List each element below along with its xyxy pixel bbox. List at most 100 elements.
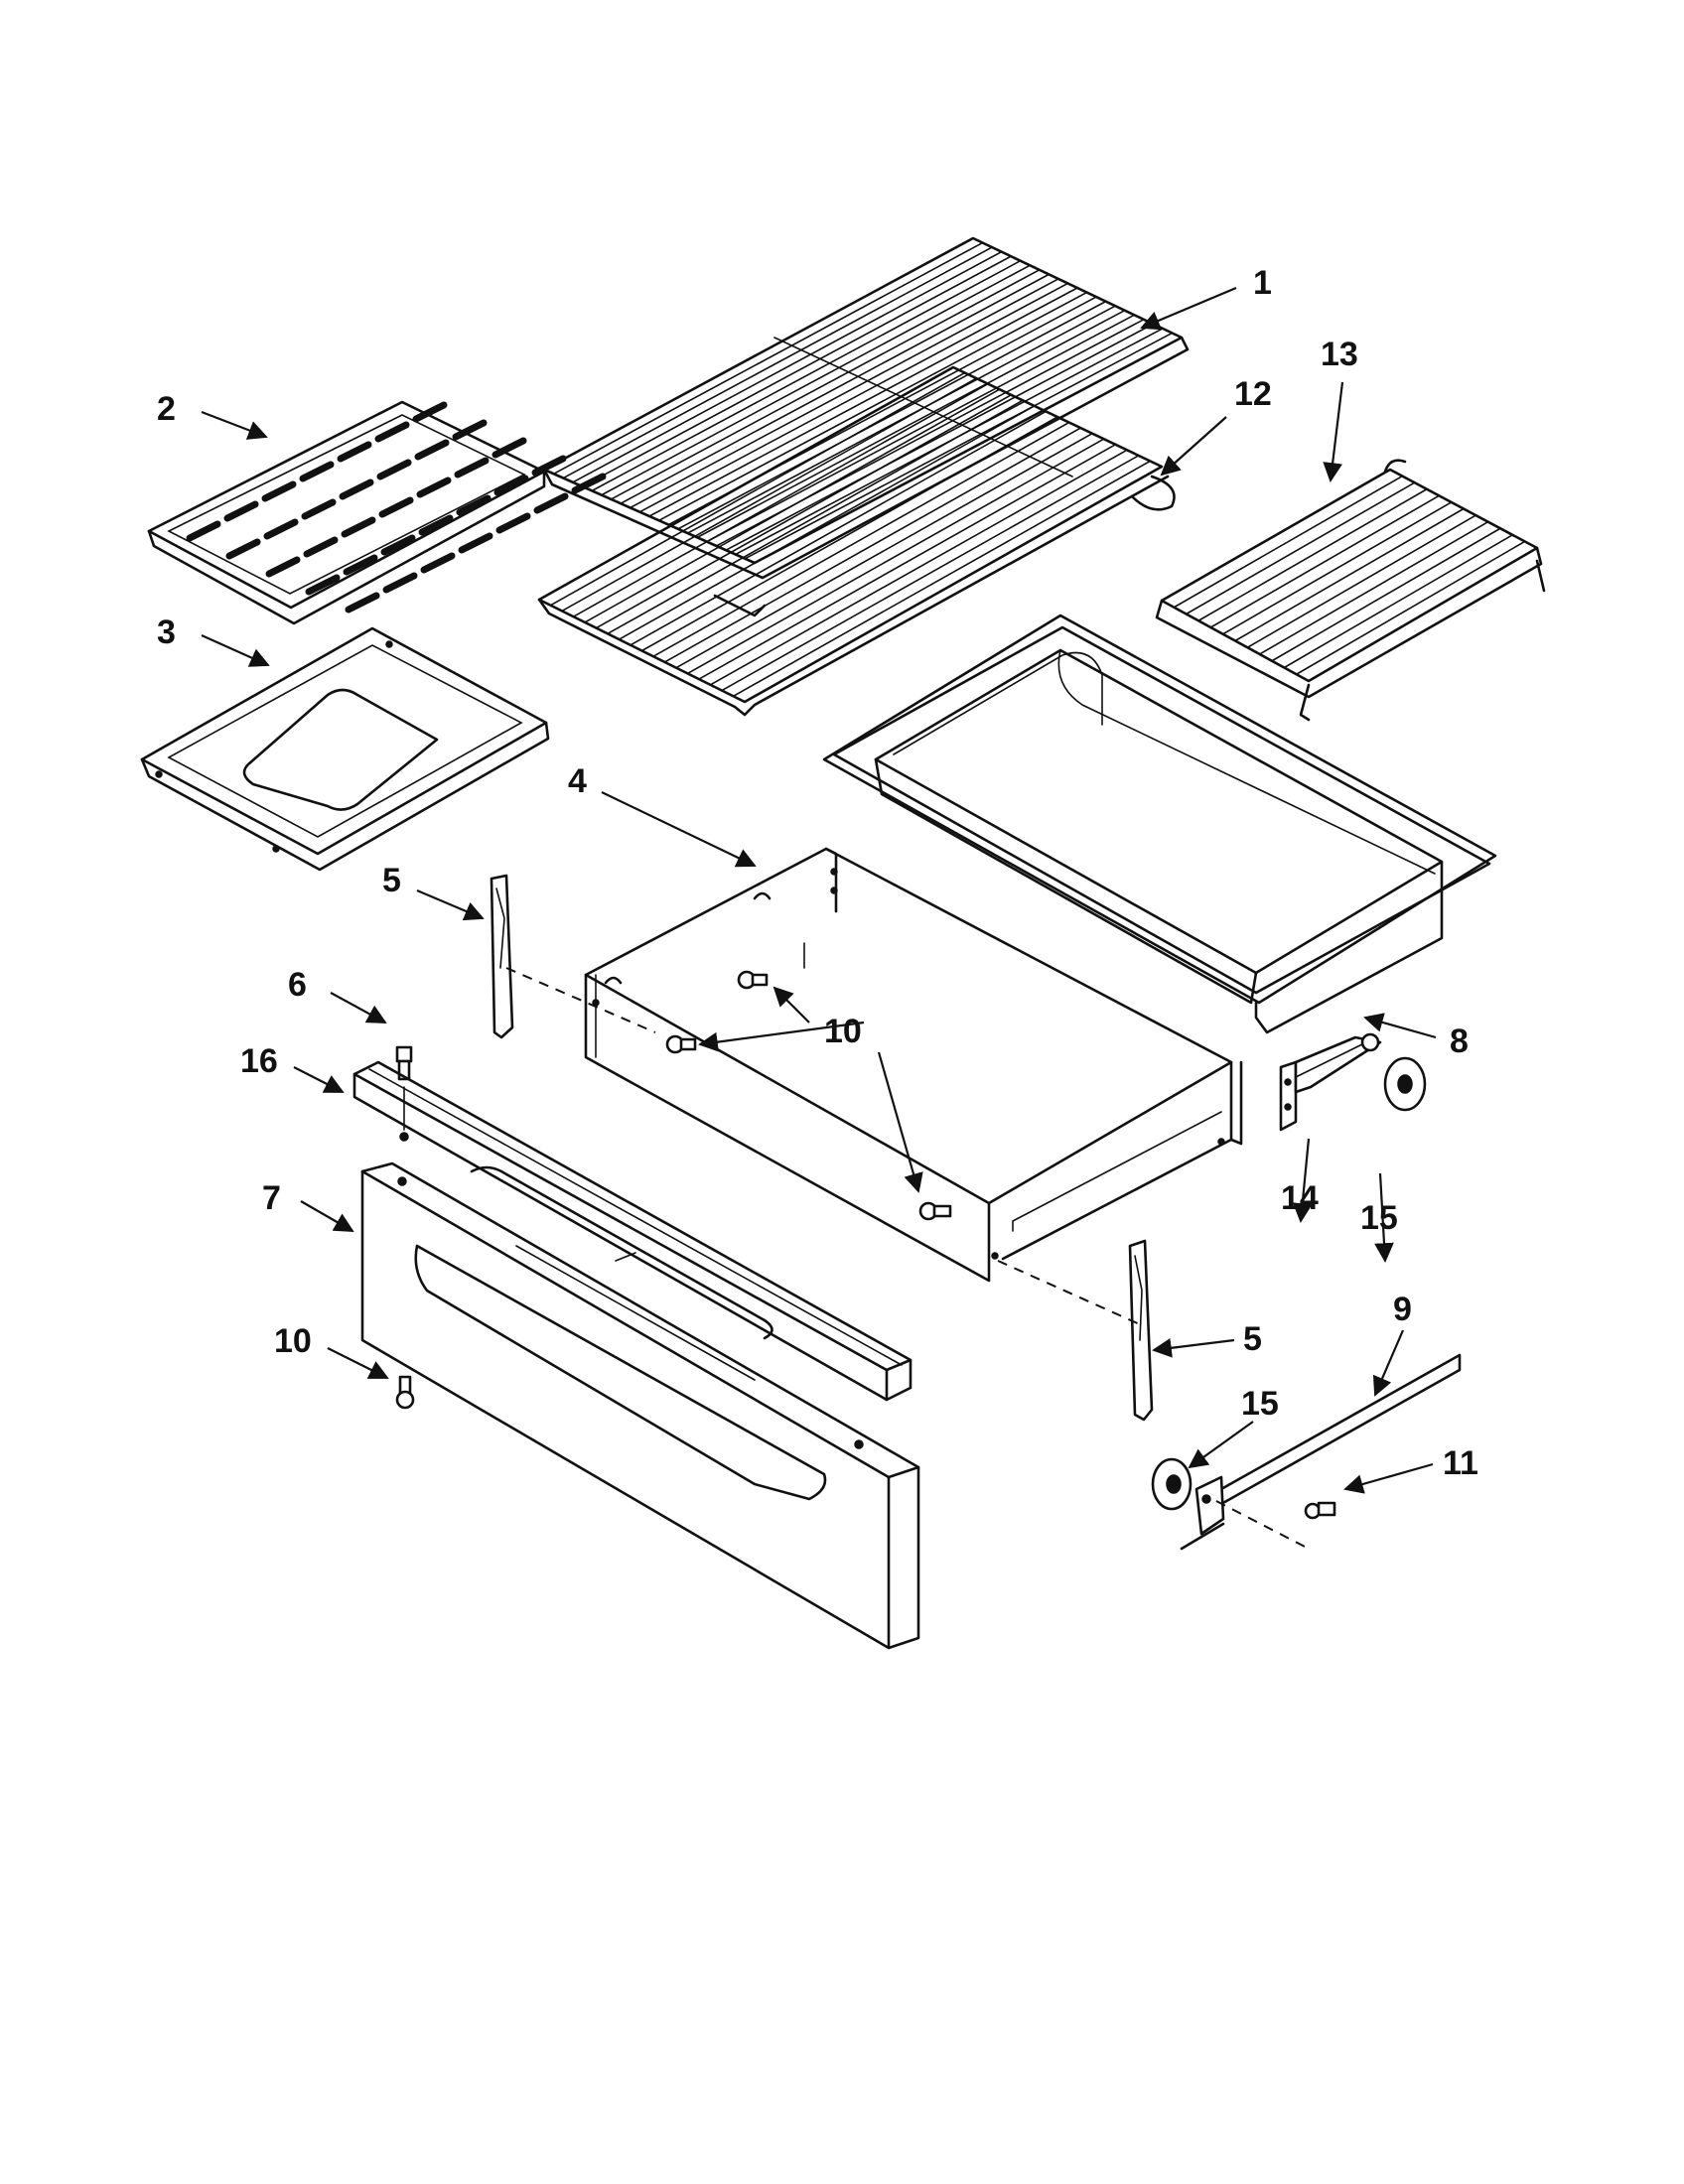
grid-slot — [531, 455, 567, 477]
rack-wire — [561, 377, 978, 613]
rack-wire — [607, 399, 1024, 635]
rack-wire — [552, 241, 984, 476]
rack-wire — [572, 382, 989, 617]
callout-16: 16 — [240, 1042, 278, 1080]
callout-12: 12 — [1234, 375, 1272, 413]
rack-wire — [677, 300, 1107, 530]
rack-wire — [1173, 475, 1404, 609]
grid-slot — [418, 514, 454, 536]
roller-part-15-lower — [1151, 1457, 1193, 1511]
rack-wire — [572, 250, 1003, 483]
grid-slot — [495, 512, 531, 534]
rack-wire — [657, 291, 1088, 522]
rack-wire — [630, 410, 1048, 646]
grid-slot — [263, 518, 299, 540]
grid-slot — [456, 494, 491, 516]
rack-wire — [732, 460, 1152, 698]
rack-wire — [1258, 520, 1489, 655]
grid-slot — [454, 457, 490, 478]
grid-slot — [458, 532, 493, 554]
rack-wire — [591, 259, 1022, 492]
small-rack-part-13 — [1155, 459, 1546, 722]
rack-wire — [1221, 501, 1453, 635]
rack-wire — [595, 393, 1013, 629]
callout-13: 13 — [1321, 336, 1358, 373]
callout-5-upper: 5 — [382, 862, 401, 899]
rack-wire — [640, 416, 1058, 652]
rack-wire — [698, 443, 1117, 680]
rack-wire — [549, 371, 966, 607]
rack-wire — [744, 332, 1174, 560]
rack-wire — [638, 282, 1069, 513]
rack-wire — [663, 427, 1082, 663]
rack-wire — [696, 309, 1126, 539]
callout-1: 1 — [1253, 264, 1272, 302]
rack-wire — [652, 421, 1070, 658]
callout-15-lower: 15 — [1241, 1385, 1279, 1423]
callout-4: 4 — [568, 762, 587, 800]
roller-part-15-upper — [1383, 1056, 1427, 1112]
grid-slot — [337, 441, 372, 463]
screw-part-10-d — [395, 1375, 415, 1410]
grid-slot — [341, 516, 376, 538]
oven-rack-part-12 — [537, 365, 1176, 717]
grid-slot — [343, 554, 378, 576]
rack-wire — [1197, 487, 1428, 622]
grid-slot — [301, 498, 337, 520]
slide-rail-part-9 — [1180, 1353, 1462, 1551]
rack-wire — [610, 269, 1041, 500]
grid-slot — [265, 556, 301, 578]
rack-wire — [629, 278, 1059, 509]
rack-wire — [1295, 540, 1526, 676]
rack-wire — [648, 287, 1078, 517]
broil-pan-part-3 — [140, 626, 550, 872]
grid-slot — [374, 421, 410, 443]
callout-7: 7 — [262, 1179, 281, 1217]
grid-slot — [345, 592, 380, 614]
callout-10-upper: 10 — [824, 1013, 862, 1050]
screw-part-10-c — [918, 1201, 952, 1221]
grid-slot — [416, 477, 452, 498]
rack-wire — [562, 246, 993, 479]
rack-wire — [1246, 514, 1477, 649]
rack-wire — [1271, 527, 1501, 662]
screw-part-10-b — [665, 1034, 697, 1054]
rack-wire — [1209, 494, 1441, 628]
grid-slot — [261, 480, 297, 502]
rack-wire — [601, 264, 1032, 496]
rack-wire — [725, 323, 1155, 551]
drawer-trim-part-16 — [352, 1060, 912, 1402]
grid-slot — [305, 574, 341, 596]
callout-2: 2 — [157, 390, 176, 428]
grid-slot — [491, 437, 527, 459]
grid-slot — [339, 478, 374, 500]
callout-11: 11 — [1443, 1444, 1478, 1482]
drawer-liner-part-8 — [822, 614, 1497, 1034]
drawer-body-part-4 — [584, 847, 1243, 1283]
callout-9: 9 — [1393, 1291, 1412, 1328]
callout-labels: 1 12 13 2 3 4 5 8 10 6 16 7 10 5 14 15 1… — [157, 264, 1478, 1482]
rack-wire — [1185, 481, 1416, 615]
screw-part-10-a — [737, 970, 769, 990]
rack-wire — [1234, 507, 1465, 642]
callout-15-upper: 15 — [1360, 1199, 1398, 1237]
grid-slot — [225, 538, 261, 560]
rack-wire — [620, 273, 1051, 504]
callout-3: 3 — [157, 614, 176, 651]
oven-rack-part-1 — [542, 236, 1190, 580]
drawer-guide-part-5-upper — [490, 874, 514, 1039]
rack-wire — [675, 432, 1093, 669]
grid-slot — [414, 439, 450, 461]
grid-slot — [382, 572, 418, 594]
grid-slot — [223, 500, 259, 522]
grid-slot — [380, 534, 416, 556]
drawer-guide-part-5-lower — [1128, 1239, 1154, 1422]
rack-wire — [1283, 534, 1514, 669]
grid-slot — [493, 475, 529, 496]
rack-wire — [709, 449, 1128, 686]
rack-wire — [721, 455, 1140, 692]
grid-slot — [303, 536, 339, 558]
screw-part-6 — [395, 1045, 413, 1131]
rack-wire — [584, 388, 1001, 623]
roller-bracket-part-14 — [1279, 1032, 1382, 1132]
